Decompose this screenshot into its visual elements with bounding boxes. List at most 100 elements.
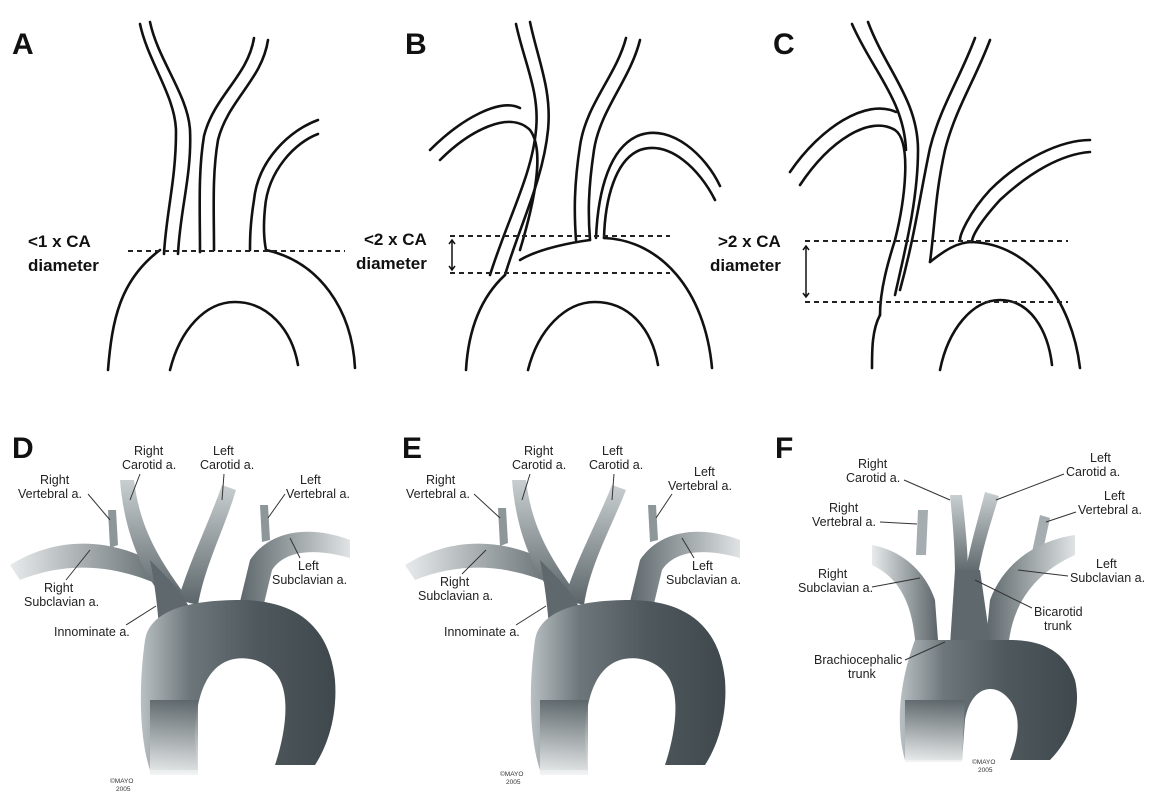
innominate-inner-line-b xyxy=(490,24,537,275)
panel-letter-d: D xyxy=(12,432,34,465)
leader-e-innominate xyxy=(516,606,546,625)
label-d-left-carotid-1: Left xyxy=(213,444,234,458)
descending-aorta-line-c xyxy=(930,242,1080,368)
copyright-d-2: 2005 xyxy=(116,786,131,793)
dim-label-b-1: <2 x CA xyxy=(364,230,427,249)
label-f-right-carotid-1: Right xyxy=(858,457,888,471)
leader-e-right-vertebral xyxy=(474,494,500,518)
leader-d-left-vertebral xyxy=(268,494,285,518)
label-f-bicarotid-1: Bicarotid xyxy=(1034,605,1083,619)
ascending-aorta-line-b xyxy=(466,275,505,370)
common-trunk-outer-c xyxy=(868,22,918,295)
left-subclavian-outer-c xyxy=(972,152,1090,242)
right-subclavian-vessel-f xyxy=(872,545,938,640)
ascending-aorta-line xyxy=(108,250,160,370)
leader-f-left-carotid xyxy=(996,474,1064,500)
panel-b: B <2 x CA diameter xyxy=(356,22,720,370)
label-e-right-carotid-1: Right xyxy=(524,444,554,458)
copyright-f-2: 2005 xyxy=(978,767,993,774)
label-d-left-vertebral-2: Vertebral a. xyxy=(286,487,350,501)
panel-letter-c: C xyxy=(773,28,795,61)
dim-label-b-2: diameter xyxy=(356,254,427,273)
left-vertebral-vessel-e xyxy=(648,505,658,542)
leader-f-right-vertebral xyxy=(880,522,917,524)
label-f-left-carotid-1: Left xyxy=(1090,451,1111,465)
label-d-right-subclavian-2: Subclavian a. xyxy=(24,595,99,609)
copyright-f-1: ©MAYO xyxy=(972,758,995,766)
leader-f-right-carotid xyxy=(904,480,950,500)
inner-arch-line-b xyxy=(528,302,658,370)
panel-letter-e: E xyxy=(402,432,422,465)
label-d-innominate: Innominate a. xyxy=(54,625,130,639)
inner-arch-line-c xyxy=(940,300,1052,370)
label-d-left-carotid-2: Carotid a. xyxy=(200,458,254,472)
arch-top-line-b xyxy=(520,240,590,260)
descending-aorta-line xyxy=(266,250,355,368)
left-subclavian-vessel xyxy=(238,532,350,612)
label-e-right-subclavian-1: Right xyxy=(440,575,470,589)
label-d-left-subclavian-2: Subclavian a. xyxy=(272,573,347,587)
panel-letter-b: B xyxy=(405,28,427,61)
label-f-bicarotid-2: trunk xyxy=(1044,619,1073,633)
copyright-e-2: 2005 xyxy=(506,779,521,786)
left-subclavian-outer-line xyxy=(264,134,318,250)
label-e-right-vertebral-2: Vertebral a. xyxy=(406,487,470,501)
bicarotid-trunk-vessel-f xyxy=(950,570,990,645)
panel-a: A <1 x CA diameter xyxy=(12,22,355,370)
label-f-right-vertebral-1: Right xyxy=(829,501,859,515)
left-carotid-inner-line-b xyxy=(575,38,626,240)
right-vertebral-vessel-f xyxy=(916,510,928,555)
left-carotid-vessel-e xyxy=(564,485,626,605)
right-subclavian-line-c xyxy=(800,126,905,315)
ascending-aorta-fade-e xyxy=(540,700,588,775)
measure-arrow-c xyxy=(803,246,809,297)
innominate-outer-line xyxy=(150,22,190,254)
inner-arch-line xyxy=(170,302,298,370)
descending-aorta-line-b xyxy=(604,238,712,368)
label-f-right-subclavian-1: Right xyxy=(818,567,848,581)
label-e-left-vertebral-2: Vertebral a. xyxy=(668,479,732,493)
dim-label-c-2: diameter xyxy=(710,256,781,275)
label-f-brachiocephalic-1: Brachiocephalic xyxy=(814,653,902,667)
right-vertebral-vessel xyxy=(108,510,118,548)
label-f-left-subclavian-1: Left xyxy=(1096,557,1117,571)
measure-arrow-b xyxy=(449,240,455,270)
panel-c: C >2 x CA diameter xyxy=(710,22,1090,370)
dim-label-a-2: diameter xyxy=(28,256,99,275)
leader-d-innominate xyxy=(126,606,156,625)
label-d-left-subclavian-1: Left xyxy=(298,559,319,573)
leader-e-left-vertebral xyxy=(656,494,672,518)
label-e-innominate: Innominate a. xyxy=(444,625,520,639)
label-f-left-subclavian-2: Subclavian a. xyxy=(1070,571,1145,585)
right-carotid-vessel-f xyxy=(950,495,968,575)
label-f-right-vertebral-2: Vertebral a. xyxy=(812,515,876,529)
label-e-left-subclavian-2: Subclavian a. xyxy=(666,573,741,587)
label-e-left-carotid-2: Carotid a. xyxy=(589,458,643,472)
label-e-right-vertebral-1: Right xyxy=(426,473,456,487)
label-d-left-vertebral-1: Left xyxy=(300,473,321,487)
panel-d: D Right Vertebral a. Right Carotid a. Le… xyxy=(10,432,350,793)
leader-d-right-vertebral xyxy=(88,494,110,520)
ascending-aorta-fade-f xyxy=(905,700,965,762)
left-vertebral-vessel xyxy=(260,505,270,542)
label-f-right-subclavian-2: Subclavian a. xyxy=(798,581,873,595)
ascending-aorta-fade xyxy=(150,700,198,775)
label-d-right-carotid-1: Right xyxy=(134,444,164,458)
left-subclavian-vessel-e xyxy=(628,532,740,612)
dim-label-c-1: >2 x CA xyxy=(718,232,781,251)
left-carotid-vessel xyxy=(178,485,236,605)
label-d-right-vertebral-2: Vertebral a. xyxy=(18,487,82,501)
left-subclavian-outer-line-b xyxy=(604,148,715,238)
label-e-left-carotid-1: Left xyxy=(602,444,623,458)
ascending-aorta-line-c xyxy=(872,315,880,368)
left-subclavian-vessel-f xyxy=(985,535,1075,652)
leader-f-left-vertebral xyxy=(1046,512,1076,522)
label-d-right-carotid-2: Carotid a. xyxy=(122,458,176,472)
label-f-left-carotid-2: Carotid a. xyxy=(1066,465,1120,479)
label-e-left-vertebral-1: Left xyxy=(694,465,715,479)
left-carotid-inner-c xyxy=(900,38,975,290)
label-e-right-carotid-2: Carotid a. xyxy=(512,458,566,472)
label-e-left-subclavian-1: Left xyxy=(692,559,713,573)
label-e-right-subclavian-2: Subclavian a. xyxy=(418,589,493,603)
